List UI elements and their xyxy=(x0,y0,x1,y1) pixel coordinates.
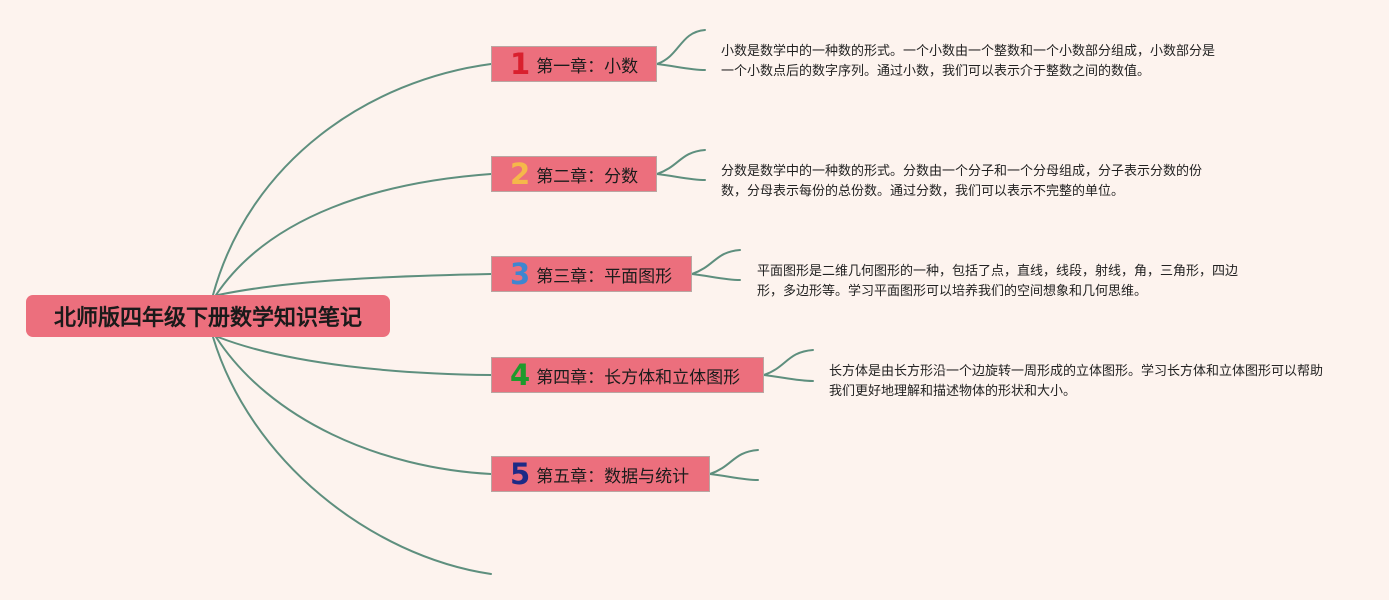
branch-label: 第五章：数据与统计 xyxy=(536,466,690,487)
connector-root-branch-4 xyxy=(217,336,492,376)
connector-root-branch-3 xyxy=(217,273,492,296)
number-2-icon: 2 xyxy=(510,156,531,191)
fork-2-down xyxy=(656,173,706,181)
connector-root-branch-5 xyxy=(215,336,492,475)
number-5-icon: 5 xyxy=(510,456,531,491)
branch-chapter-4[interactable]: 4 第四章：长方体和立体图形 xyxy=(491,357,764,393)
branch-chapter-2[interactable]: 2 第二章：分数 xyxy=(491,156,657,192)
fork-3-up xyxy=(691,249,741,275)
root-title: 北师版四年级下册数学知识笔记 xyxy=(53,306,362,331)
fork-1-up xyxy=(656,29,706,65)
branch-label: 第一章：小数 xyxy=(536,56,639,77)
connector-root-branch-2 xyxy=(215,173,492,296)
description-chapter-2: 分数是数学中的一种数的形式。分数由一个分子和一个分母组成，分子表示分数的份数，分… xyxy=(721,164,1203,199)
number-1-icon: 1 xyxy=(510,46,531,81)
connector-root-branch-1 xyxy=(212,63,492,296)
fork-4-up xyxy=(763,349,814,376)
description-chapter-4: 长方体是由长方形沿一个边旋转一周形成的立体图形。学习长方体和立体图形可以帮助我们… xyxy=(829,364,1324,399)
fork-3-down xyxy=(691,273,741,281)
description-chapter-1: 小数是数学中的一种数的形式。一个小数由一个整数和一个小数部分组成，小数部分是一个… xyxy=(721,44,1216,79)
branch-label: 第二章：分数 xyxy=(536,166,639,187)
connector-root-branch-6 xyxy=(212,336,492,575)
fork-4-down xyxy=(763,374,814,382)
branch-chapter-5[interactable]: 5 第五章：数据与统计 xyxy=(491,456,710,492)
number-4-icon: 4 xyxy=(510,357,531,392)
branch-chapter-3[interactable]: 3 第三章：平面图形 xyxy=(491,256,692,292)
fork-5-up xyxy=(709,449,759,475)
branch-chapter-1[interactable]: 1 第一章：小数 xyxy=(491,46,657,82)
fork-5-down xyxy=(709,473,759,481)
number-3-icon: 3 xyxy=(510,256,531,291)
description-chapter-3: 平面图形是二维几何图形的一种，包括了点，直线，线段，射线，角，三角形，四边形，多… xyxy=(757,264,1239,299)
branch-label: 第三章：平面图形 xyxy=(536,266,673,287)
fork-2-up xyxy=(656,149,706,175)
root-topic[interactable]: 北师版四年级下册数学知识笔记 xyxy=(26,295,390,337)
branch-label: 第四章：长方体和立体图形 xyxy=(536,367,741,388)
fork-1-down xyxy=(656,63,706,71)
